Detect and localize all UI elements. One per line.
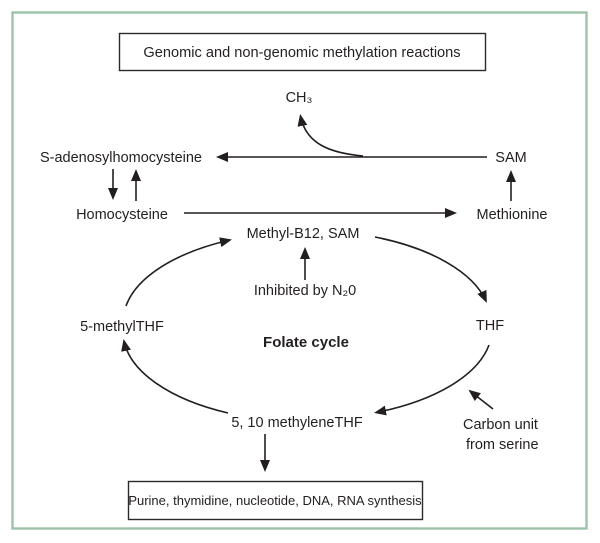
node-sam: SAM [495, 150, 526, 166]
synthesis-box-label: Purine, thymidine, nucleotide, DNA, RNA … [128, 493, 422, 508]
node-homocysteine: Homocysteine [76, 207, 168, 223]
title-box [118, 32, 487, 72]
folate-cycle-arc-bottom-right [374, 344, 490, 416]
label-folate-cycle: Folate cycle [263, 334, 349, 351]
arrow-carbon-unit [468, 389, 494, 410]
title-box-label: Genomic and non-genomic methylation reac… [143, 45, 460, 61]
node-5-methylthf: 5-methylTHF [80, 319, 164, 335]
folate-cycle-arc-top-right [374, 236, 487, 303]
label-carbon-unit-line1: Carbon unit [463, 417, 538, 433]
folate-cycle-arc-bottom-left [121, 339, 229, 414]
label-inhibited-by-n2o: Inhibited by N₂0 [254, 283, 356, 299]
node-5-10-methylenethf: 5, 10 methyleneTHF [231, 415, 363, 431]
node-thf: THF [476, 318, 504, 334]
node-methionine: Methionine [477, 207, 548, 223]
node-methyl-b12-sam: Methyl-B12, SAM [247, 226, 360, 242]
figure-border [11, 11, 588, 530]
node-s-adenosylhomocysteine: S-adenosylhomocysteine [40, 150, 202, 166]
node-ch3: CH₃ [286, 90, 313, 106]
folate-cycle-arc-top-left [125, 237, 232, 307]
label-carbon-unit-line2: from serine [466, 437, 539, 453]
arrow-ch3-branch [297, 114, 364, 157]
synthesis-box [127, 480, 424, 521]
